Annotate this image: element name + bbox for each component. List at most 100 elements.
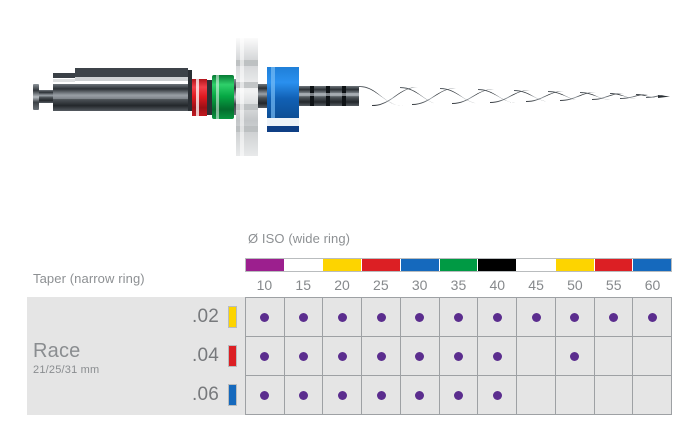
matrix-cell-02-25[interactable]: [362, 298, 401, 336]
matrix-cell-06-20[interactable]: [323, 376, 363, 414]
matrix-cell-04-30[interactable]: [401, 337, 440, 375]
matrix-cell-04-40[interactable]: [478, 337, 518, 375]
taper-header-label: Taper (narrow ring): [33, 271, 145, 286]
matrix-cell-06-40[interactable]: [478, 376, 518, 414]
availability-dot: [337, 312, 347, 322]
availability-dot: [415, 312, 425, 322]
matrix-cell-02-50[interactable]: [556, 298, 595, 336]
availability-dot: [492, 351, 502, 361]
matrix-cell-02-20[interactable]: [323, 298, 363, 336]
matrix-cell-06-35[interactable]: [440, 376, 479, 414]
iso-size-30: 30: [411, 277, 428, 293]
taper-value-04: .04: [191, 344, 219, 366]
matrix-cell-04-50[interactable]: [556, 337, 595, 375]
availability-dot: [608, 312, 618, 322]
availability-dot: [415, 390, 425, 400]
availability-dot: [492, 312, 502, 322]
availability-dot: [299, 390, 309, 400]
matrix-cell-04-20[interactable]: [323, 337, 363, 375]
iso-size-60: 60: [644, 277, 661, 293]
matrix-row-02: [246, 298, 671, 337]
taper-labels-column: .02.04.06: [150, 297, 245, 415]
matrix-cell-06-60[interactable]: [633, 376, 671, 414]
taper-color-swatch-04: [228, 344, 237, 367]
iso-color-segment-40: [478, 259, 518, 271]
availability-dot: [492, 390, 502, 400]
iso-size-55: 55: [605, 277, 622, 293]
matrix-cell-06-45[interactable]: [517, 376, 556, 414]
matrix-cell-04-45[interactable]: [517, 337, 556, 375]
taper-value-02: .02: [191, 305, 219, 327]
iso-color-bar: [245, 258, 672, 272]
iso-size-40: 40: [489, 277, 506, 293]
iso-color-segment-35: [439, 259, 479, 271]
file-handle-shaft: [53, 68, 192, 111]
iso-color-segment-45: [517, 259, 556, 271]
matrix-cell-06-50[interactable]: [556, 376, 595, 414]
availability-dot: [260, 312, 270, 322]
matrix-cell-02-30[interactable]: [401, 298, 440, 336]
iso-color-segment-10: [246, 259, 285, 271]
matrix-cell-02-40[interactable]: [478, 298, 518, 336]
availability-dot: [299, 351, 309, 361]
matrix-cell-04-15[interactable]: [285, 337, 324, 375]
matrix-cell-02-10[interactable]: [246, 298, 285, 336]
product-info: Race 21/25/31 mm: [33, 340, 153, 377]
instrument-illustration: [33, 38, 670, 156]
taper-color-swatch-02: [228, 305, 237, 328]
iso-color-segment-25: [362, 259, 401, 271]
iso-color-segment-50: [555, 259, 595, 271]
availability-matrix: [245, 297, 672, 415]
iso-size-35: 35: [450, 277, 467, 293]
matrix-row-06: [246, 376, 671, 414]
product-lengths: 21/25/31 mm: [33, 364, 100, 376]
stop-ring-blue: [267, 67, 299, 132]
matrix-cell-06-10[interactable]: [246, 376, 285, 414]
iso-color-segment-15: [284, 259, 324, 271]
cutting-flutes: [359, 86, 670, 106]
matrix-cell-02-35[interactable]: [440, 298, 479, 336]
availability-dot: [570, 351, 580, 361]
matrix-cell-02-15[interactable]: [285, 298, 324, 336]
taper-label-row: .04: [150, 336, 245, 375]
availability-dot: [337, 390, 347, 400]
taper-color-swatch-06: [228, 384, 237, 407]
iso-size-25: 25: [373, 277, 389, 293]
matrix-cell-04-60[interactable]: [633, 337, 671, 375]
iso-size-50: 50: [567, 277, 583, 293]
iso-size-20: 20: [334, 277, 350, 293]
matrix-cell-06-30[interactable]: [401, 376, 440, 414]
availability-dot: [299, 312, 309, 322]
matrix-cell-02-45[interactable]: [517, 298, 556, 336]
iso-size-15: 15: [295, 277, 311, 293]
availability-dot: [454, 390, 464, 400]
iso-size-45: 45: [528, 277, 544, 293]
availability-dot: [415, 351, 425, 361]
matrix-cell-02-60[interactable]: [633, 298, 671, 336]
iso-header-label: Ø ISO (wide ring): [248, 231, 351, 246]
availability-dot: [454, 351, 464, 361]
availability-dot: [570, 312, 580, 322]
matrix-cell-06-25[interactable]: [362, 376, 401, 414]
availability-dot: [260, 351, 270, 361]
iso-color-segment-60: [633, 259, 672, 271]
product-name: Race: [33, 340, 81, 362]
availability-dot: [376, 351, 386, 361]
availability-dot: [337, 351, 347, 361]
matrix-cell-02-55[interactable]: [595, 298, 634, 336]
matrix-cell-06-55[interactable]: [595, 376, 634, 414]
matrix-cell-06-15[interactable]: [285, 376, 324, 414]
availability-dot: [260, 390, 270, 400]
matrix-cell-04-55[interactable]: [595, 337, 634, 375]
availability-dot: [454, 312, 464, 322]
latch-disc: [236, 38, 258, 156]
availability-dot: [376, 312, 386, 322]
matrix-cell-04-35[interactable]: [440, 337, 479, 375]
taper-label-row: .02: [150, 297, 245, 336]
file-tail: [33, 73, 79, 110]
matrix-cell-04-25[interactable]: [362, 337, 401, 375]
matrix-cell-04-10[interactable]: [246, 337, 285, 375]
narrow-ring-red: [192, 79, 212, 116]
iso-color-segment-20: [323, 259, 363, 271]
